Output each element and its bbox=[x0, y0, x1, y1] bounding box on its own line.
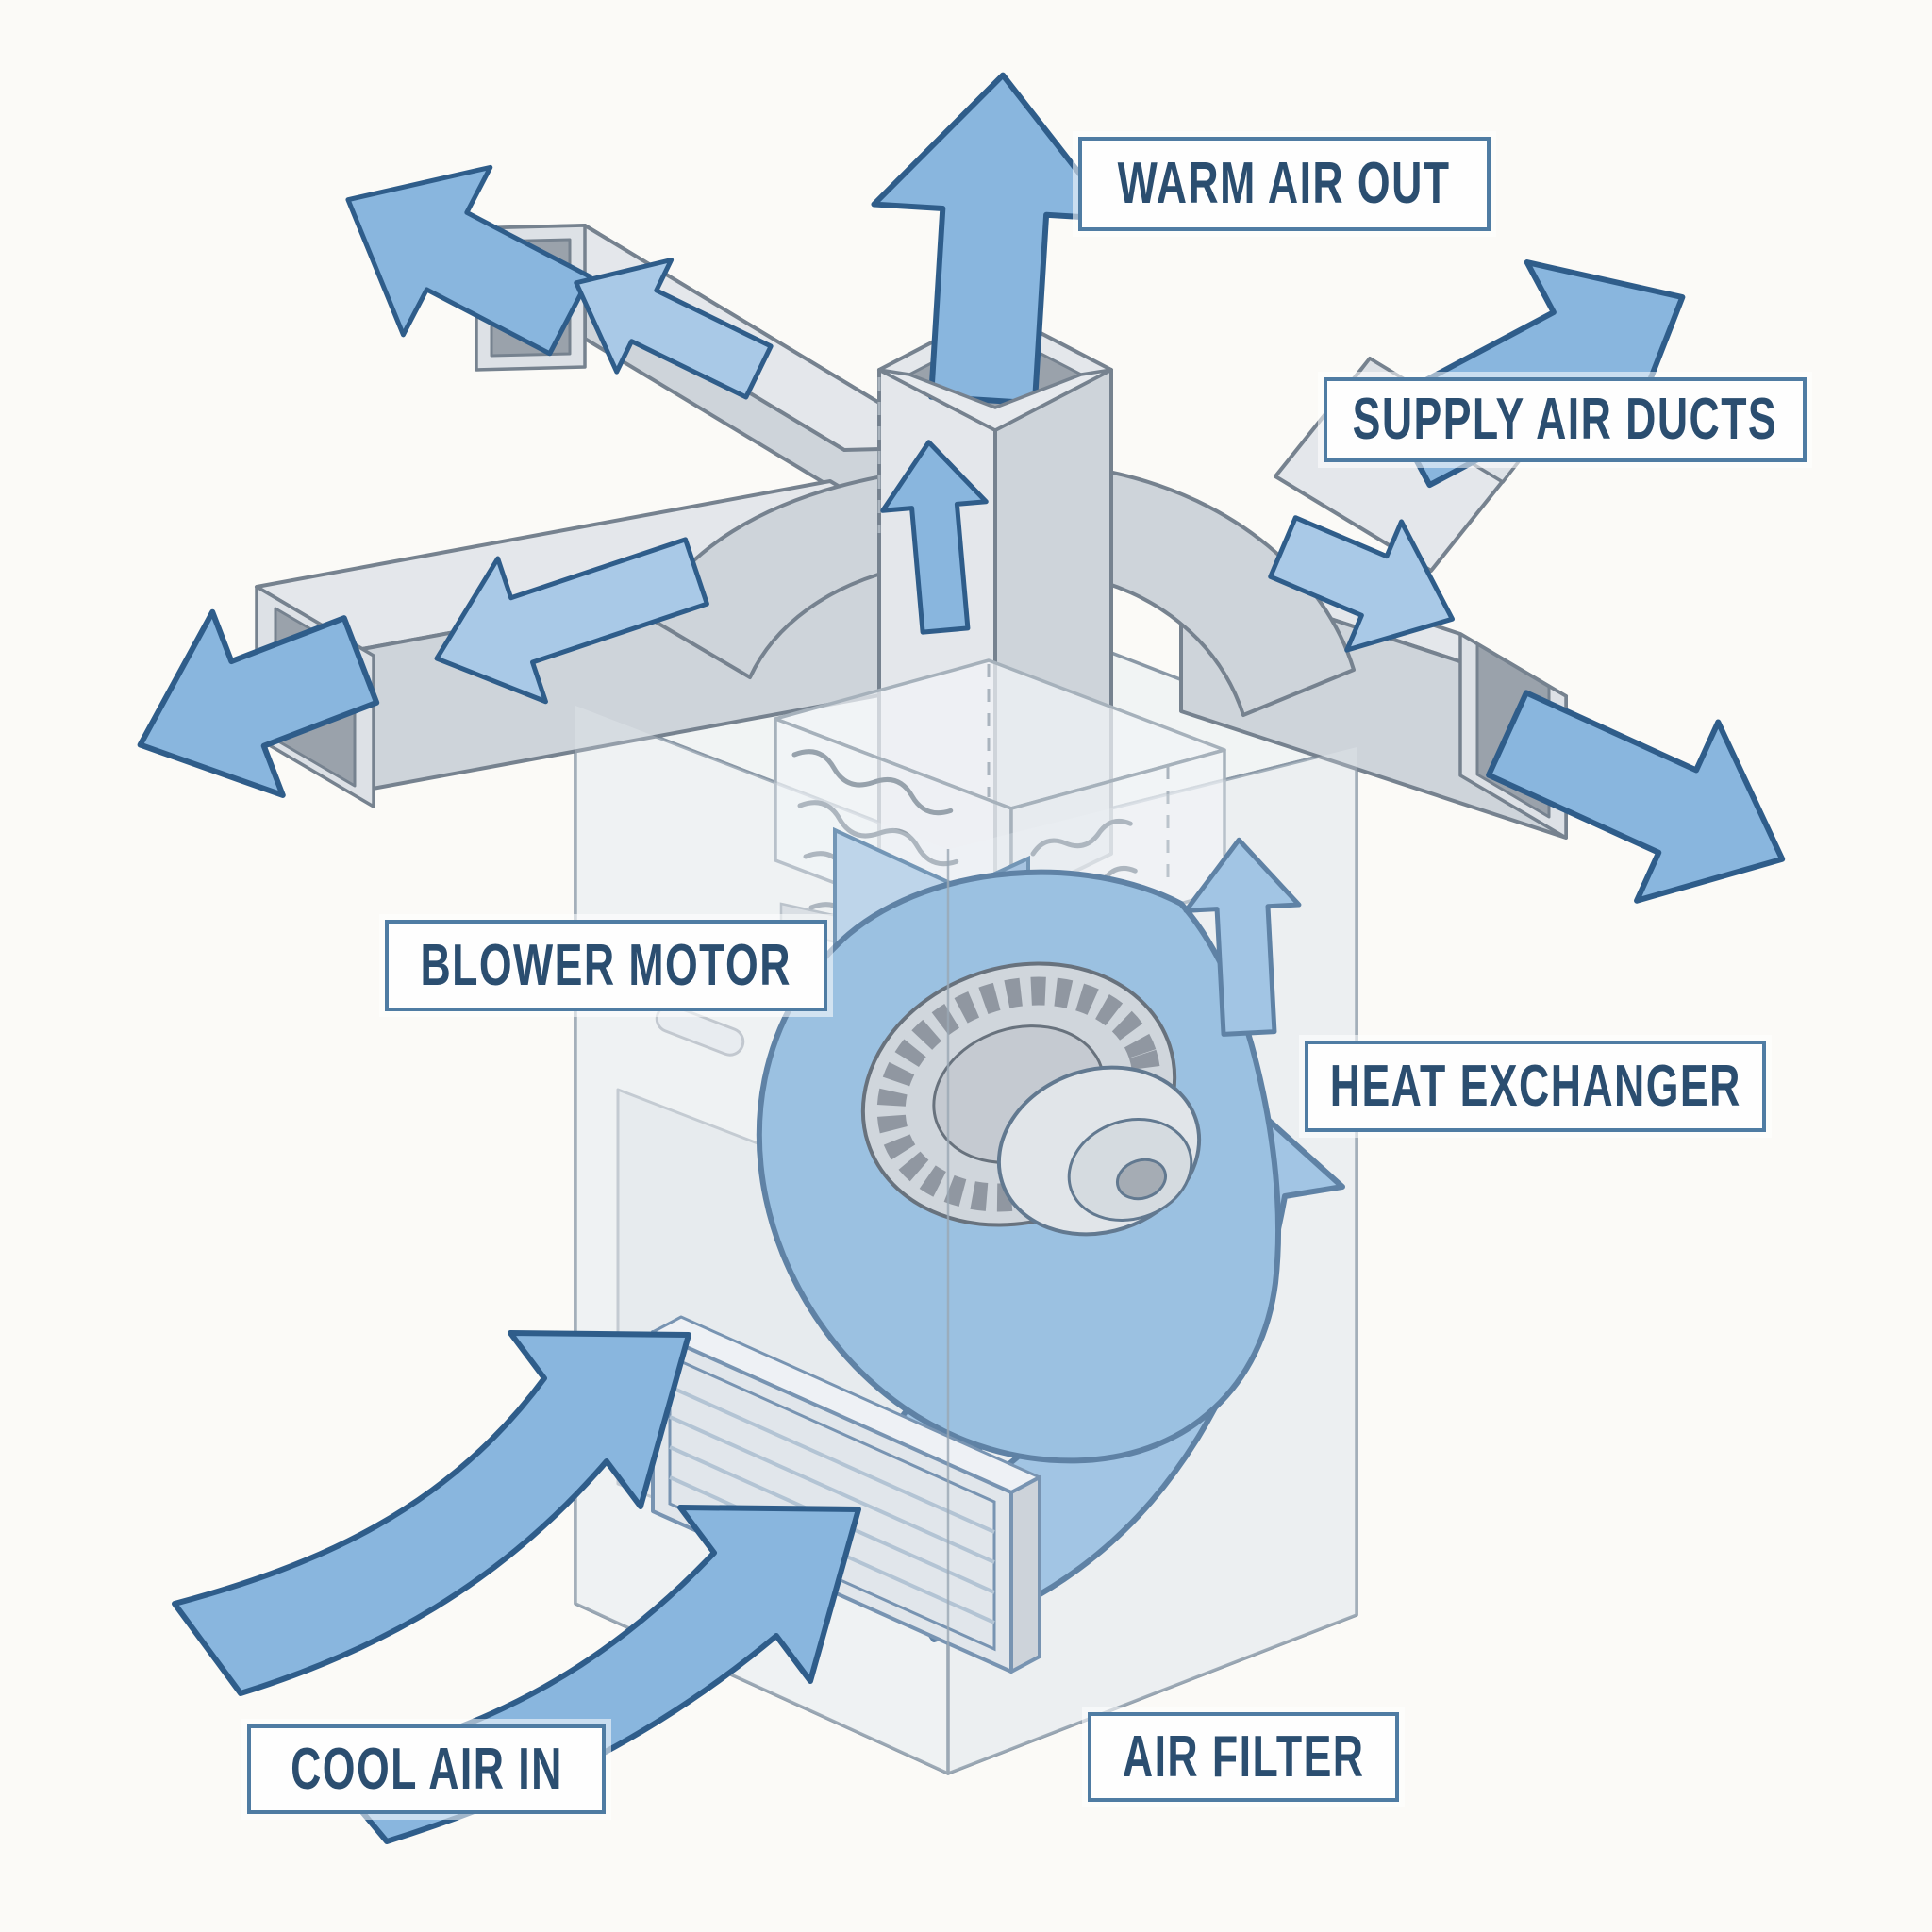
plenum-front-rim bbox=[877, 368, 1113, 432]
left-branch-exit-arrow bbox=[345, 164, 592, 357]
label-supply-air-ducts: SUPPLY AIR DUCTS bbox=[1324, 377, 1807, 462]
label-cool-air-in-text: COOL AIR IN bbox=[290, 1736, 563, 1802]
right-run-surface-arrow bbox=[1268, 515, 1455, 653]
label-air-filter: AIR FILTER bbox=[1088, 1712, 1399, 1802]
label-supply-air-ducts-text: SUPPLY AIR DUCTS bbox=[1352, 387, 1778, 452]
label-blower-motor-text: BLOWER MOTOR bbox=[420, 932, 792, 998]
label-warm-air-out-text: WARM AIR OUT bbox=[1118, 151, 1451, 216]
air-filter-panel bbox=[651, 1315, 1041, 1674]
cabinet-glass-right bbox=[948, 747, 1357, 1774]
blower-outlet-arrow bbox=[1183, 837, 1302, 1037]
motor-shaft-dot bbox=[1116, 1158, 1167, 1201]
left-branch-surface-arrow bbox=[574, 257, 774, 400]
label-heat-exchanger-text: HEAT EXCHANGER bbox=[1329, 1053, 1741, 1119]
warm-air-out-arrow bbox=[871, 72, 1118, 407]
label-heat-exchanger: HEAT EXCHANGER bbox=[1305, 1041, 1766, 1132]
filter-inner-frame bbox=[668, 1354, 996, 1652]
plenum-surface-arrow bbox=[880, 440, 989, 635]
right-elbow bbox=[1074, 470, 1356, 717]
left-run-surface-arrow bbox=[434, 537, 709, 705]
label-blower-motor: BLOWER MOTOR bbox=[385, 920, 827, 1011]
label-air-filter-text: AIR FILTER bbox=[1122, 1724, 1365, 1790]
label-cool-air-in: COOL AIR IN bbox=[247, 1724, 606, 1814]
right-run-exit-arrow bbox=[1486, 690, 1786, 904]
blower-assembly bbox=[756, 869, 1282, 1464]
label-warm-air-out: WARM AIR OUT bbox=[1078, 137, 1491, 231]
cabinet-slot-detail bbox=[655, 1004, 745, 1057]
cool-air-in-arrow-1 bbox=[172, 1330, 691, 1696]
left-run-exit-arrow bbox=[137, 608, 380, 798]
